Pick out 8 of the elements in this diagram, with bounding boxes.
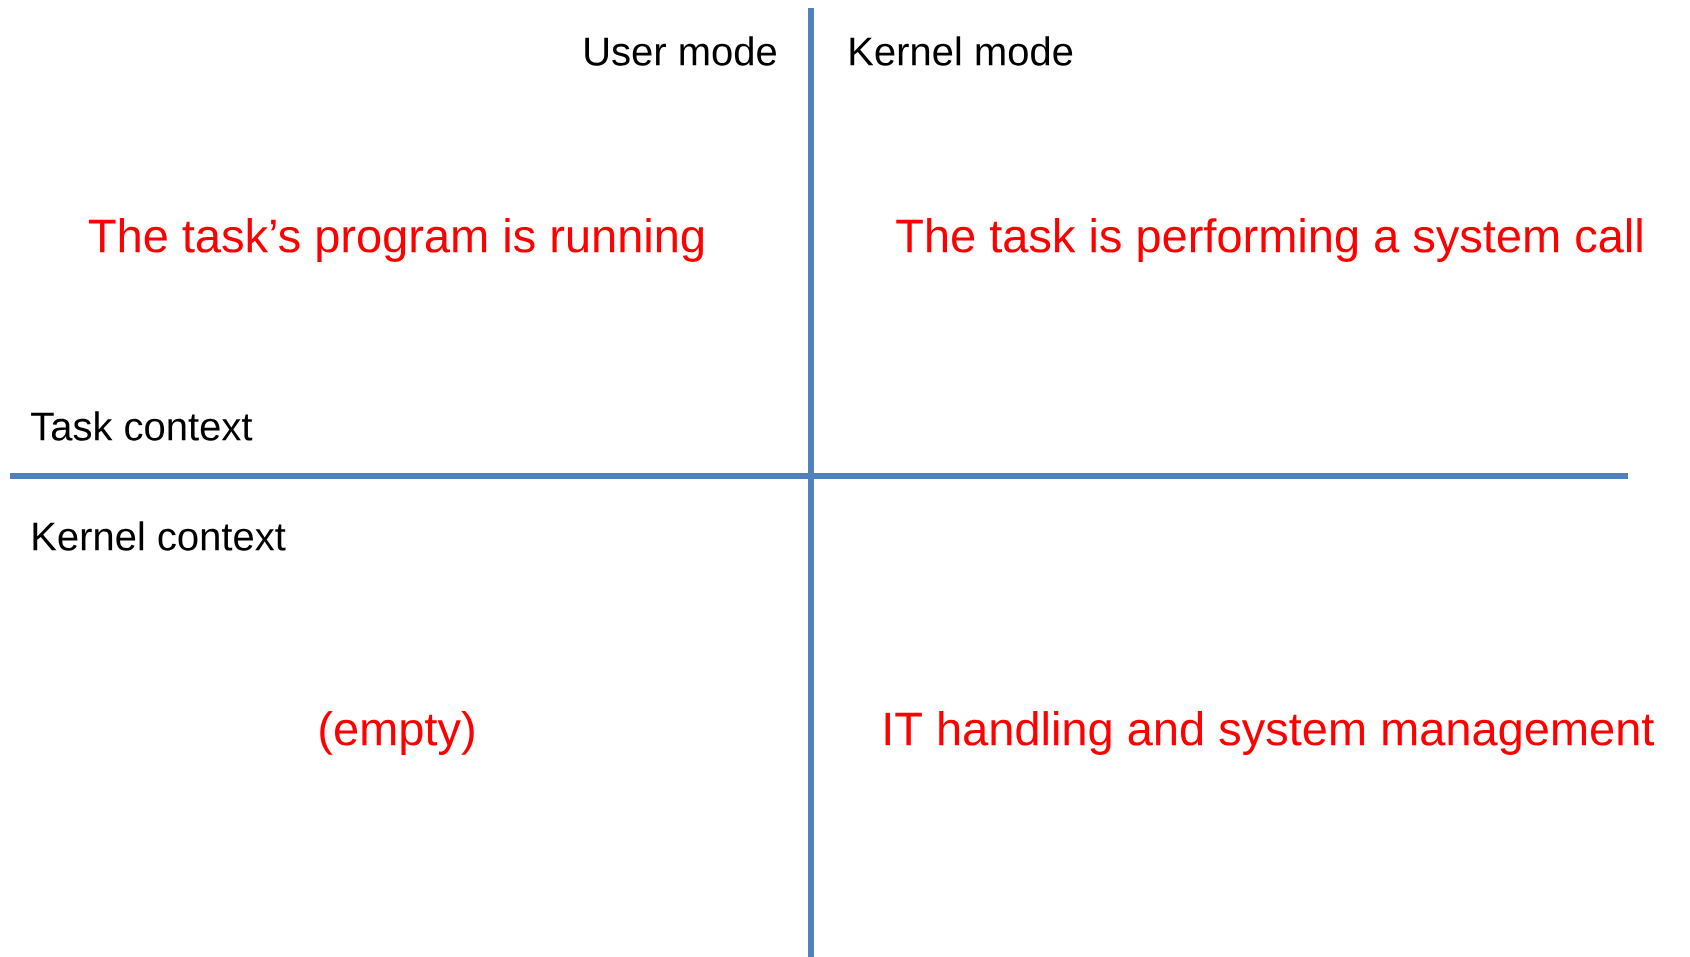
mode-heading: Kernel mode bbox=[850, 36, 1073, 66]
mode-heading: User mode bbox=[585, 36, 776, 66]
context-heading: Kernel context bbox=[33, 521, 286, 551]
quadrant-text: The task’s program is running bbox=[88, 218, 703, 262]
quadrant-text: The task is performing a system call bbox=[896, 218, 1642, 262]
quadrant-text: IT handling and system management bbox=[885, 711, 1655, 755]
quadrant-text: (empty) bbox=[320, 711, 474, 755]
context-heading: Task context bbox=[31, 411, 253, 441]
